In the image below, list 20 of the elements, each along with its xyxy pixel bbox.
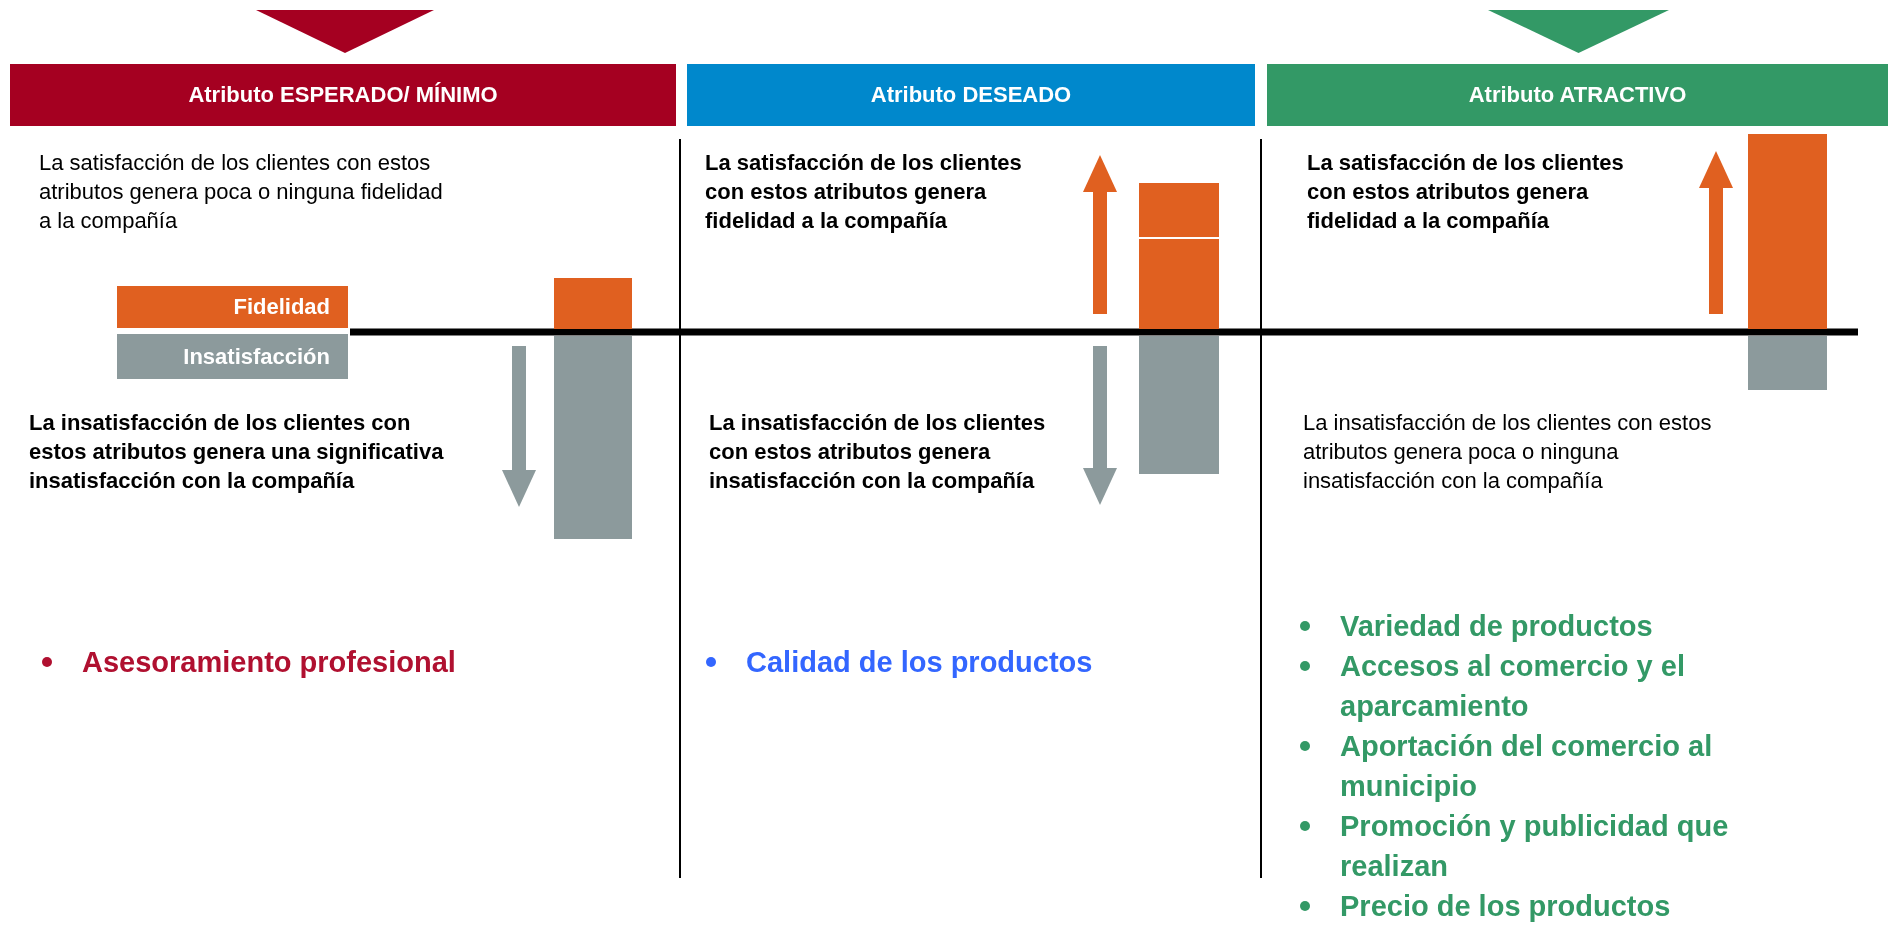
bullet-text: Variedad de productos (1340, 609, 1653, 644)
bullet-text: Precio de los productos (1340, 889, 1671, 924)
description-text: La insatisfacción de los clientes con estos atributos genera poca o ninguna insatisfacción con la compañía (1303, 409, 1713, 495)
column-header: Atributo DESEADO (687, 64, 1255, 126)
bullet-text: Accesos al comercio y el aparcamiento (1340, 649, 1686, 724)
triangle-marker (256, 10, 434, 53)
bullet-text: Aportación del comercio al municipio (1340, 729, 1714, 804)
legend-item: Insatisfacción (117, 334, 348, 379)
bullet-text: Asesoramiento profesional (82, 645, 456, 680)
description-text: La satisfacción de los clientes con estos atributos genera fidelidad a la compañía (1307, 149, 1625, 235)
description-text: La insatisfacción de los clientes con estos atributos genera una significativa insatisfacción con la compañía (29, 409, 445, 495)
description-text: La insatisfacción de los clientes con estos atributos genera insatisfacción con la compañía (709, 409, 1047, 495)
bullet-text: Calidad de los productos (746, 645, 1093, 680)
description-text: La satisfacción de los clientes con estos atributos genera fidelidad a la compañía (705, 149, 1023, 235)
column-header: Atributo ATRACTIVO (1267, 64, 1888, 126)
bullet-text: Promoción y publicidad que realizan (1340, 809, 1730, 884)
triangle-marker (1488, 10, 1669, 53)
description-text: La satisfacción de los clientes con estos atributos genera poca o ninguna fidelidad a la compañía (39, 149, 444, 235)
column-header: Atributo ESPERADO/ MÍNIMO (10, 64, 676, 126)
legend-item: Fidelidad (117, 286, 348, 328)
